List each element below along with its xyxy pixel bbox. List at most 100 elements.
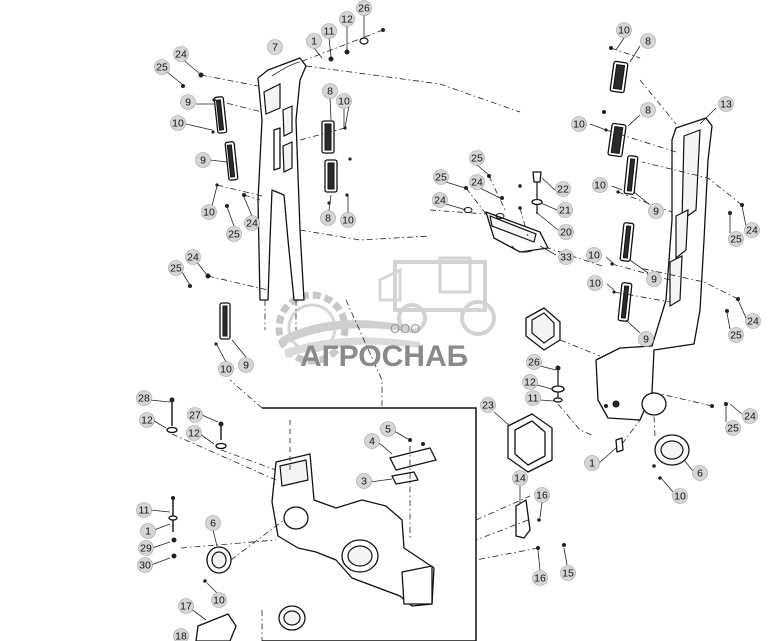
callout-number: 24 bbox=[471, 177, 483, 189]
callout-circle bbox=[512, 470, 528, 486]
callout-number: 10 bbox=[618, 25, 630, 37]
callout-number: 4 bbox=[369, 436, 375, 448]
callout-circle bbox=[640, 33, 656, 49]
callout-circle bbox=[244, 215, 260, 231]
callout-number: 16 bbox=[536, 490, 548, 502]
callout-12: 12 bbox=[522, 374, 538, 390]
callout-5: 5 bbox=[380, 421, 396, 437]
callout-24: 24 bbox=[744, 222, 760, 238]
callout-circle bbox=[672, 488, 688, 504]
callout-circle bbox=[648, 203, 664, 219]
callout-33: 33 bbox=[558, 249, 574, 265]
callout-number: 25 bbox=[730, 234, 742, 246]
callout-25: 25 bbox=[725, 420, 741, 436]
callout-number: 20 bbox=[560, 227, 572, 239]
callout-circle bbox=[558, 249, 574, 265]
callout-number: 27 bbox=[189, 410, 201, 422]
callout-circle bbox=[185, 249, 201, 265]
callout-circle bbox=[646, 271, 662, 287]
watermark-logo bbox=[275, 256, 496, 365]
callout-number: 12 bbox=[341, 14, 353, 26]
callout-6: 6 bbox=[692, 465, 708, 481]
callout-circle bbox=[744, 222, 760, 238]
callout-24: 24 bbox=[244, 215, 260, 231]
callout-number: 10 bbox=[588, 250, 600, 262]
callout-circle bbox=[186, 425, 202, 441]
callout-circle bbox=[586, 247, 602, 263]
callout-circle bbox=[640, 102, 656, 118]
callout-circle bbox=[306, 33, 322, 49]
callout-6: 6 bbox=[205, 515, 221, 531]
callout-number: 14 bbox=[514, 473, 526, 485]
callout-number: 24 bbox=[746, 225, 758, 237]
callout-circle bbox=[557, 202, 573, 218]
callout-14: 14 bbox=[512, 470, 528, 486]
fasteners-right bbox=[589, 37, 747, 422]
callout-10: 10 bbox=[616, 22, 632, 38]
callout-9: 9 bbox=[180, 94, 196, 110]
callout-25: 25 bbox=[168, 260, 184, 276]
callout-circle bbox=[469, 174, 485, 190]
callout-26: 26 bbox=[356, 0, 372, 16]
callout-circle bbox=[571, 116, 587, 132]
callout-number: 25 bbox=[727, 423, 739, 435]
callout-number: 9 bbox=[185, 97, 191, 109]
callout-circle bbox=[154, 59, 170, 75]
callout-25: 25 bbox=[226, 226, 242, 242]
callout-number: 10 bbox=[342, 215, 354, 227]
callout-circle bbox=[432, 192, 448, 208]
callout-number: 11 bbox=[324, 26, 335, 38]
callout-25: 25 bbox=[469, 150, 485, 166]
callout-29: 29 bbox=[138, 540, 154, 556]
callout-number: 10 bbox=[172, 118, 184, 130]
callout-number: 10 bbox=[220, 364, 232, 376]
callout-circle bbox=[526, 354, 542, 370]
callout-circle bbox=[725, 420, 741, 436]
callout-number: 10 bbox=[213, 595, 225, 607]
callout-circle bbox=[728, 327, 744, 343]
callout-number: 10 bbox=[594, 180, 606, 192]
wear-strip-parts-right bbox=[607, 60, 639, 322]
callout-10: 10 bbox=[340, 212, 356, 228]
watermark-brand: АГРОСНАБ bbox=[300, 340, 468, 373]
callout-circle bbox=[555, 181, 571, 197]
callout-30: 30 bbox=[137, 557, 153, 573]
left-upright-assembly bbox=[257, 57, 307, 330]
callout-13: 13 bbox=[718, 96, 734, 112]
callout-9: 9 bbox=[195, 152, 211, 168]
callout-circle bbox=[480, 397, 496, 413]
callout-10: 10 bbox=[672, 488, 688, 504]
callout-circle bbox=[584, 455, 600, 471]
callout-circle bbox=[137, 557, 153, 573]
callout-number: 12 bbox=[188, 428, 200, 440]
callout-number: 18 bbox=[175, 631, 187, 641]
callout-23: 23 bbox=[480, 397, 496, 413]
callout-circle bbox=[525, 390, 541, 406]
callout-circle bbox=[745, 313, 761, 329]
seal-parts bbox=[493, 307, 595, 473]
callout-number: 10 bbox=[674, 491, 686, 503]
callout-circle bbox=[339, 11, 355, 27]
callout-circle bbox=[226, 226, 242, 242]
callout-10: 10 bbox=[336, 93, 352, 109]
callout-4: 4 bbox=[364, 433, 380, 449]
callout-number: 9 bbox=[651, 274, 657, 286]
callout-circle bbox=[356, 473, 372, 489]
callout-1: 1 bbox=[584, 455, 600, 471]
callout-circle bbox=[321, 23, 337, 39]
callout-circle bbox=[718, 96, 734, 112]
callout-number: 8 bbox=[327, 86, 333, 98]
callout-11: 11 bbox=[136, 502, 152, 518]
callout-number: 25 bbox=[730, 330, 742, 342]
callout-circle bbox=[140, 523, 156, 539]
callout-12: 12 bbox=[186, 425, 202, 441]
lower-right-parts bbox=[475, 415, 694, 571]
callout-number: 24 bbox=[187, 252, 199, 264]
callout-number: 6 bbox=[697, 468, 703, 480]
callout-number: 10 bbox=[573, 119, 585, 131]
callout-number: 22 bbox=[557, 184, 569, 196]
callout-number: 1 bbox=[311, 36, 317, 48]
callout-number: 25 bbox=[228, 229, 240, 241]
callout-number: 9 bbox=[643, 334, 649, 346]
callout-circle bbox=[173, 628, 189, 641]
